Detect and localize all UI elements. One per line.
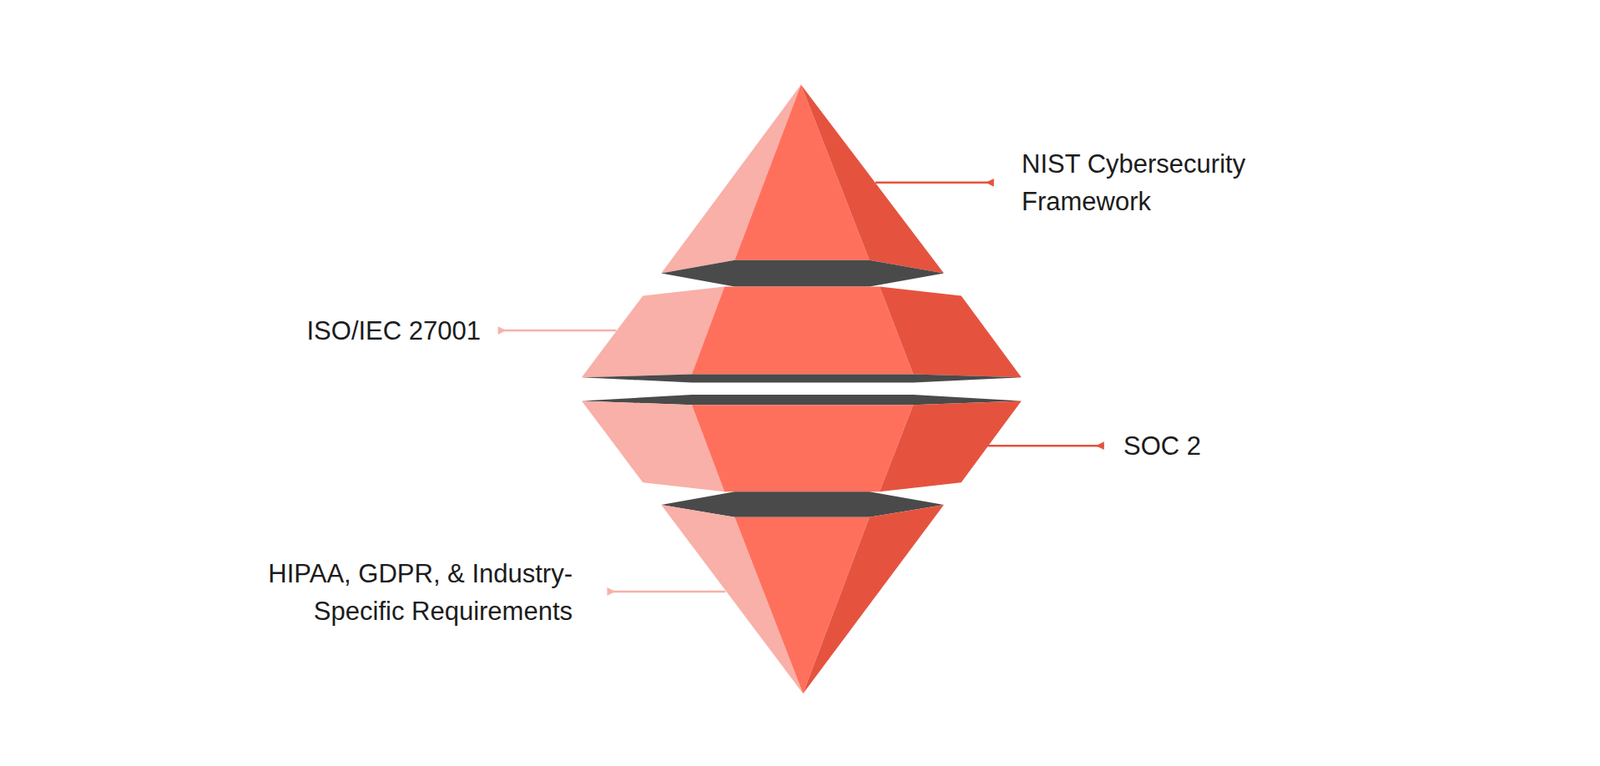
callout-label: NIST Cybersecurity Framework: [1021, 145, 1306, 221]
leader-lines: [498, 178, 1105, 596]
second-layer: [581, 286, 1022, 383]
third-layer: [581, 394, 1022, 492]
callout-label: ISO/IEC 27001: [196, 312, 481, 350]
callout-label: HIPAA, GDPR, & Industry- Specific Requir…: [205, 555, 573, 631]
top-layer: [661, 84, 944, 287]
callout-label: SOC 2: [1123, 427, 1291, 465]
